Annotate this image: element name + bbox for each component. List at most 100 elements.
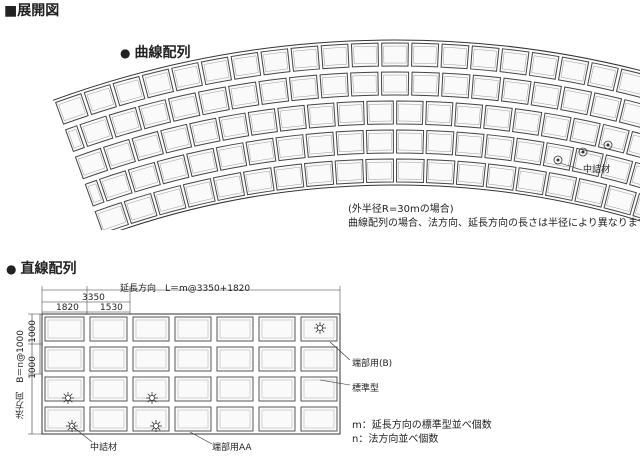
curved-block	[425, 101, 454, 127]
grid-block	[44, 316, 85, 342]
grid-block	[44, 376, 85, 402]
curved-block-inner	[101, 174, 130, 198]
grid-block-inner	[219, 379, 251, 399]
curved-block-inner	[398, 161, 423, 180]
curved-block	[528, 51, 560, 80]
filler-center-icon	[317, 325, 323, 331]
curved-block-inner	[473, 78, 499, 98]
curved-block	[94, 201, 130, 230]
grid-block-inner	[177, 319, 209, 339]
curved-block-inner	[503, 81, 529, 102]
grid-block-inner	[135, 349, 167, 369]
curved-block-inner	[230, 85, 257, 107]
curved-block	[123, 192, 158, 225]
filler-center-icon	[153, 423, 159, 429]
curved-block	[440, 43, 470, 70]
curved-block	[530, 81, 562, 110]
curved-block-inner	[323, 46, 348, 66]
curved-block	[335, 130, 365, 156]
curved-block-inner	[248, 141, 274, 162]
curved-block-inner	[218, 145, 245, 168]
curved-block-inner	[600, 127, 627, 150]
grid-block-inner	[219, 349, 251, 369]
curved-block	[305, 131, 336, 158]
curved-block-inner	[337, 133, 363, 153]
curved-block-inner	[398, 103, 422, 122]
curved-block	[55, 93, 89, 125]
curved-block	[83, 84, 117, 116]
vertical-dim-2-label: 1000	[28, 356, 38, 379]
curved-block	[366, 100, 394, 125]
curved-block-inner	[472, 48, 497, 69]
grid-block-inner	[47, 409, 82, 429]
curved-block-inner	[383, 74, 407, 93]
curved-block-inner	[368, 132, 392, 151]
curved-block	[288, 74, 319, 102]
curved-block-inner	[336, 162, 362, 182]
grid-block-inner	[261, 409, 293, 429]
grid-block	[89, 376, 128, 402]
curved-block	[64, 125, 85, 153]
filler-dot-icon	[606, 143, 610, 147]
grid-block	[216, 406, 254, 432]
curved-block-inner	[338, 104, 363, 123]
filler-symbol-icon	[553, 155, 563, 165]
curved-block-inner	[487, 166, 515, 188]
curved-block	[79, 115, 114, 148]
curved-block	[425, 159, 456, 185]
curve-title-text: 曲線配列	[134, 45, 191, 61]
curved-block-inner	[185, 181, 214, 205]
inner-arc	[119, 184, 640, 230]
curved-block-inner	[458, 164, 484, 184]
filler-symbol-icon	[578, 147, 588, 157]
curved-block	[258, 77, 290, 105]
curved-block-inner	[592, 95, 620, 119]
curved-block-inner	[427, 104, 452, 123]
curved-block	[112, 75, 146, 107]
curved-block-inner	[111, 110, 140, 134]
curved-block-inner	[383, 45, 407, 64]
curve-filler-label: 中詰材	[583, 165, 611, 175]
grid-block	[174, 406, 212, 432]
curved-block	[626, 130, 640, 158]
page-title: ■展開図	[4, 3, 60, 19]
grid-block-inner	[219, 409, 251, 429]
curved-block-inner	[275, 166, 303, 188]
curved-block	[365, 158, 394, 183]
curved-block-inner	[514, 111, 540, 133]
legend-n: n：法方向並べ個数	[352, 434, 439, 445]
grid-block-inner	[261, 349, 293, 369]
curved-block	[290, 45, 320, 72]
leader-end-b	[329, 341, 351, 361]
grid-block	[300, 406, 338, 432]
curved-block	[484, 134, 515, 162]
grid-block-inner	[92, 349, 125, 369]
curved-block	[380, 71, 410, 96]
grid-block	[132, 316, 170, 342]
curved-block	[319, 72, 349, 99]
curved-block-inner	[134, 134, 162, 158]
curved-block	[98, 170, 133, 202]
grid-block-inner	[303, 319, 335, 339]
curved-block-inner	[58, 96, 86, 121]
curved-block	[230, 51, 262, 80]
filler-dot-icon	[556, 158, 560, 162]
grid-block	[258, 346, 296, 372]
grid-block	[132, 346, 170, 372]
curved-block	[600, 154, 634, 185]
curved-block	[138, 99, 172, 130]
grid-block-inner	[303, 349, 335, 369]
legend-m: m：延長方向の標準型並べ個数	[352, 420, 492, 431]
curved-block-inner	[631, 165, 640, 185]
curved-block-inner	[170, 95, 198, 119]
curved-block	[483, 104, 513, 132]
curve-note-text: 曲線配列の場合、法方向、延長方向の長さは半径により異なります。	[348, 218, 640, 229]
curved-block	[513, 137, 545, 166]
grid-block	[216, 346, 254, 372]
curved-block-inner	[562, 90, 590, 112]
curved-block-inner	[502, 51, 527, 72]
curved-block	[365, 129, 394, 154]
curved-block	[247, 108, 278, 136]
curved-block-inner	[353, 45, 377, 65]
